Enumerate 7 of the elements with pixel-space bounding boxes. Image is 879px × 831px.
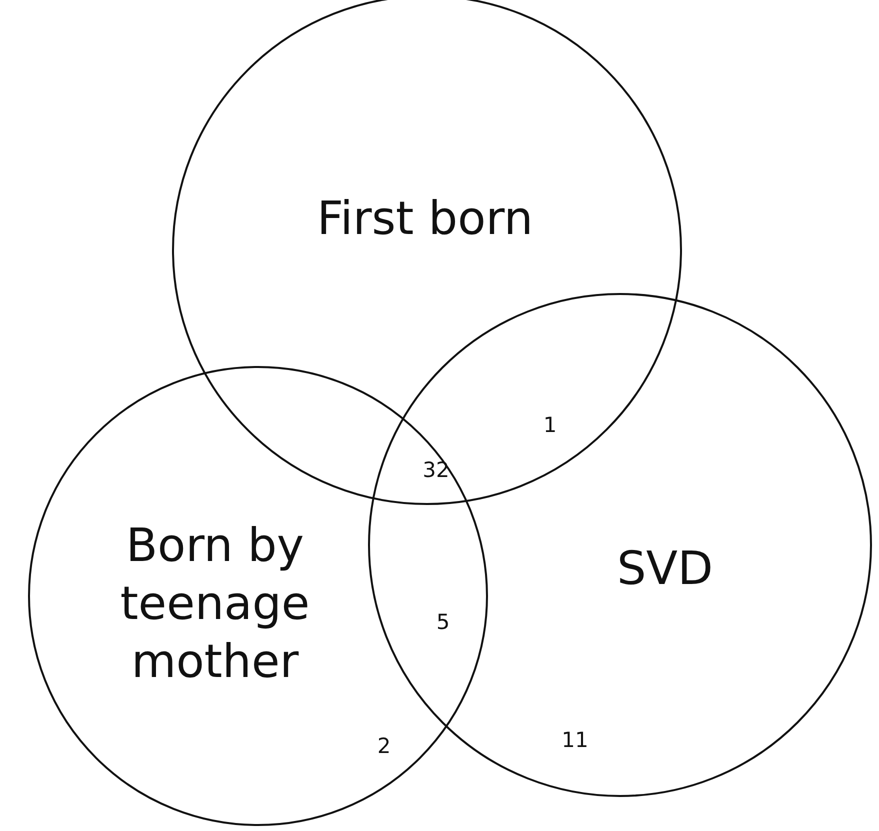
region-count: 11 [562, 728, 588, 752]
region-count: 1 [543, 413, 557, 437]
region-count: 2 [377, 734, 391, 758]
region-count: 5 [436, 610, 450, 634]
set-label: Born by teenage mother [119, 517, 311, 690]
set-label: SVD [616, 540, 714, 597]
set-label: First born [316, 190, 534, 247]
